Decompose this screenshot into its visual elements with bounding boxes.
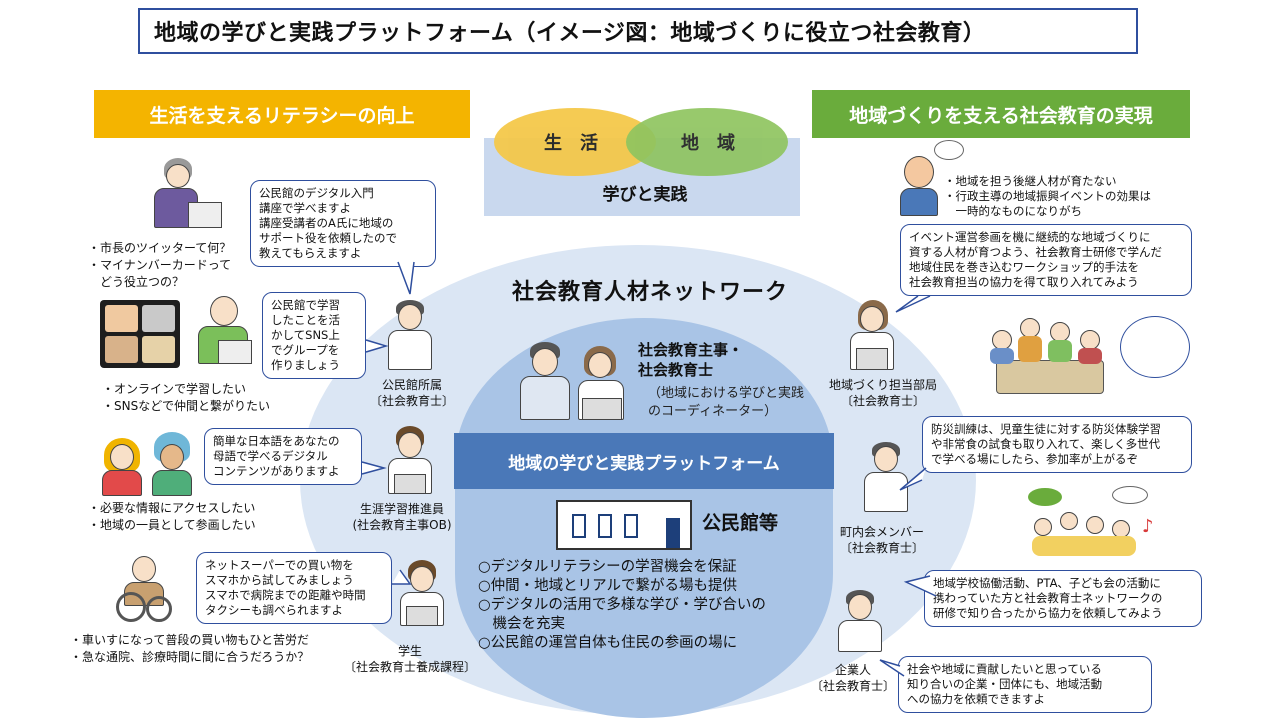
kominkan-staff-figure	[384, 300, 436, 372]
right-bubble-2: 防災訓練は、児童生徒に対する防災体験学習 や非常食の試食も取り入れて、楽しく多世…	[922, 416, 1192, 473]
left-note-3: ・必要な情報にアクセスしたい ・地域の一員として参画したい	[88, 501, 256, 532]
neighborhood-member-figure	[860, 442, 912, 514]
children-event-illustration: ♪	[1020, 486, 1166, 560]
literacy-banner: 生活を支えるリテラシーの向上	[94, 90, 470, 138]
left-note-1: ・市長のツイッターて何？ ・マイナンバーカードって どう役立つの？	[88, 241, 232, 289]
left-role-3: 学生 〔社会教育士養成課程〕	[343, 644, 476, 674]
wheelchair-person-figure	[112, 556, 176, 622]
platform-items: ○デジタルリテラシーの学習機会を保証 ○仲間・地域とリアルで繋がる場も提供 ○デ…	[478, 558, 838, 653]
venn-label-life: 生活	[544, 133, 616, 154]
right-role-1: 地域づくり担当部局 〔社会教育士〕	[828, 378, 937, 408]
workshop-group-illustration	[986, 316, 1112, 400]
left-note-4: ・車いすになって普段の買い物もひと苦労だ ・急な通院、診療時間に間に合うだろうか…	[70, 633, 310, 664]
left-bubble-4: ネットスーパーでの買い物を スマホから試してみましょう スマホで病院までの距離や…	[196, 552, 392, 624]
venn-label-area: 地域	[681, 133, 753, 154]
coordinator-title: 社会教育主事・ 社会教育士	[638, 341, 744, 379]
worry-cloud-icon	[934, 140, 964, 160]
platform-item: ○仲間・地域とリアルで繋がる場も提供	[478, 578, 738, 594]
elderly-woman-laptop-figure	[150, 158, 222, 234]
left-bubble-3: 簡単な日本語をあなたの 母語で学べるデジタル コンテンツがありますよ	[204, 428, 362, 485]
business-person-figure	[834, 590, 886, 654]
worried-elderly-man-figure	[900, 152, 940, 218]
right-bubble-4: 社会や地域に貢献したいと思っている 知り合いの企業・団体にも、地域活動 への協力…	[898, 656, 1152, 713]
foreign-resident-figures	[100, 432, 196, 498]
venn-label-practice: 学びと実践	[602, 185, 688, 205]
right-role-3: 企業人 〔社会教育士〕	[810, 663, 895, 693]
platform-item: ○公民館の運営自体も住民の参画の場に	[478, 635, 738, 651]
learning-promoter-figure	[384, 426, 436, 496]
right-role-2: 町内会メンバー 〔社会教育士〕	[839, 525, 924, 555]
left-bubble-1: 公民館のデジタル入門 講座で学べますよ 講座受講者のA氏に地域の サポート役を依…	[250, 180, 436, 267]
network-title: 社会教育人材ネットワーク	[511, 280, 788, 305]
left-note-2: ・オンラインで学習したい ・SNSなどで仲間と繋がりたい	[102, 382, 270, 413]
student-figure	[396, 560, 448, 628]
elderly-man-laptop-figure	[194, 292, 256, 368]
left-bubble-2: 公民館で学習 したことを活 かしてSNS上 でグループを 作りましょう	[262, 292, 366, 379]
left-role-1: 公民館所属 〔社会教育士〕	[369, 378, 454, 408]
venn-circle-area: 地域	[626, 108, 788, 176]
community-banner: 地域づくりを支える社会教育の実現	[812, 90, 1190, 138]
kominkan-building-icon	[556, 500, 692, 550]
right-bubble-1: イベント運営参画を機に継続的な地域づくりに 資する人材が育つよう、社会教育士研修…	[900, 224, 1192, 296]
platform-item: ○デジタルリテラシーの学習機会を保証	[478, 559, 737, 575]
right-bubble-3: 地域学校協働活動、PTA、子ども会の活動に 携わっていた方と社会教育士ネットワー…	[924, 570, 1202, 627]
community-officer-figure	[846, 300, 898, 372]
coordinator-figures	[512, 342, 630, 422]
video-call-screen-icon	[100, 300, 180, 368]
platform-title: 地域の学びと実践プラットフォーム	[454, 433, 834, 489]
platform-item: ○デジタルの活用で多様な学び・学び合いの 機会を充実	[478, 597, 766, 632]
page-title: 地域の学びと実践プラットフォーム（イメージ図：地域づくりに役立つ社会教育）	[138, 8, 1138, 54]
left-role-2: 生涯学習推進員 (社会教育主事OB)	[352, 502, 452, 532]
coordinator-description: （地域における学びと実践 のコーディネーター）	[648, 386, 805, 419]
kominkan-label: 公民館等	[702, 512, 779, 534]
activity-icons-bubble	[1120, 316, 1190, 378]
right-note-1: ・地域を担う後継人材が育たない ・行政主導の地域振興イベントの効果は 一時的なも…	[944, 174, 1151, 218]
